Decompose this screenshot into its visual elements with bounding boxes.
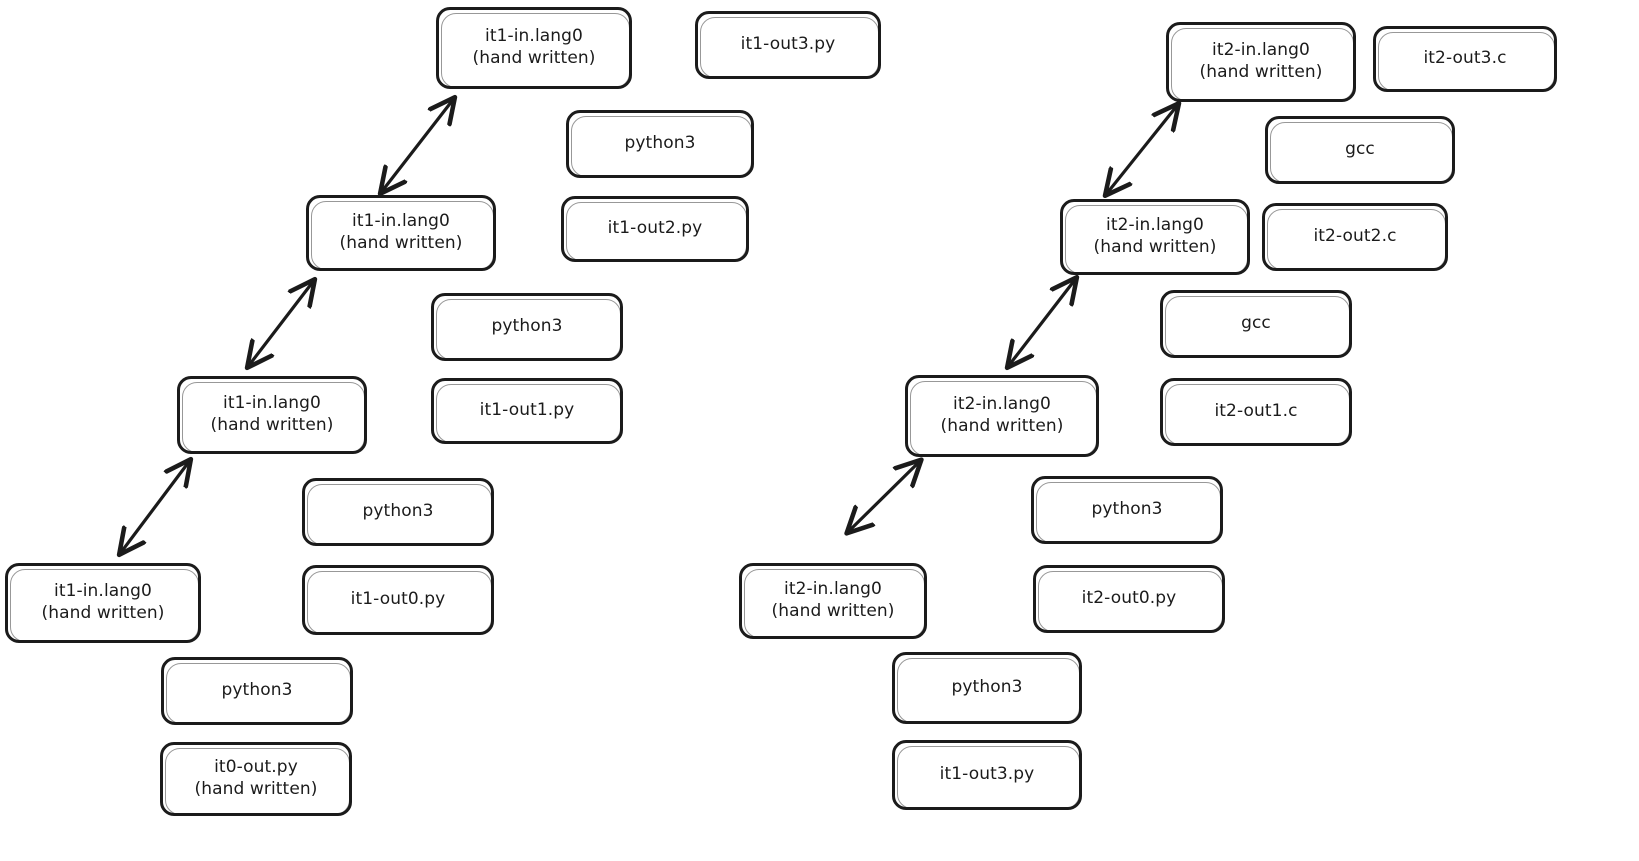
node-it1-out1-py[interactable]: it1-out1.py bbox=[431, 378, 623, 444]
node-python3-l3[interactable]: python3 bbox=[566, 110, 754, 178]
node-label: it0-out.py (hand written) bbox=[194, 757, 318, 799]
node-it2-in-lang0-2[interactable]: it2-in.lang0 (hand written) bbox=[905, 375, 1099, 457]
node-it2-in-lang0-1[interactable]: it2-in.lang0 (hand written) bbox=[739, 563, 927, 639]
node-it1-out0-py[interactable]: it1-out0.py bbox=[302, 565, 494, 635]
node-label: it2-out2.c bbox=[1313, 226, 1397, 247]
node-it2-out0-py[interactable]: it2-out0.py bbox=[1033, 565, 1225, 633]
node-gcc-r2[interactable]: gcc bbox=[1160, 290, 1352, 358]
node-label: it2-in.lang0 (hand written) bbox=[940, 394, 1064, 436]
node-it2-in-lang0-3[interactable]: it2-in.lang0 (hand written) bbox=[1060, 199, 1250, 275]
node-label: it1-in.lang0 (hand written) bbox=[41, 581, 165, 623]
node-label: gcc bbox=[1345, 139, 1375, 160]
node-python3-r0[interactable]: python3 bbox=[892, 652, 1082, 724]
node-label: python3 bbox=[491, 316, 563, 337]
node-label: it2-out1.c bbox=[1214, 401, 1298, 422]
node-label: it1-out3.py bbox=[740, 34, 836, 55]
node-label: it1-out2.py bbox=[607, 218, 703, 239]
arrow-hitarea-arrow-l2[interactable] bbox=[244, 277, 318, 370]
node-it1-in-lang0-3[interactable]: it1-in.lang0 (hand written) bbox=[306, 195, 496, 271]
node-label: it2-out0.py bbox=[1081, 588, 1177, 609]
node-it1-in-lang0-1[interactable]: it1-in.lang0 (hand written) bbox=[5, 563, 201, 643]
node-it2-out1-c[interactable]: it2-out1.c bbox=[1160, 378, 1352, 446]
node-label: it1-in.lang0 (hand written) bbox=[210, 393, 334, 435]
node-label: it1-out3.py bbox=[939, 764, 1035, 785]
node-label: it1-in.lang0 (hand written) bbox=[472, 26, 596, 68]
node-python3-r1[interactable]: python3 bbox=[1031, 476, 1223, 544]
node-it1-in-lang0-2[interactable]: it1-in.lang0 (hand written) bbox=[177, 376, 367, 454]
node-label: it2-in.lang0 (hand written) bbox=[771, 579, 895, 621]
node-python3-l0[interactable]: python3 bbox=[161, 657, 353, 725]
arrow-hitarea-arrow-r2[interactable] bbox=[1004, 275, 1080, 370]
node-it2-in-lang0-top[interactable]: it2-in.lang0 (hand written) bbox=[1166, 22, 1356, 102]
node-label: python3 bbox=[951, 677, 1023, 698]
node-it1-out3-py-bottom[interactable]: it1-out3.py bbox=[892, 740, 1082, 810]
node-it0-out-py[interactable]: it0-out.py (hand written) bbox=[160, 742, 352, 816]
arrow-hitarea-arrow-r3[interactable] bbox=[1102, 101, 1182, 198]
node-label: gcc bbox=[1241, 313, 1271, 334]
node-python3-l1[interactable]: python3 bbox=[302, 478, 494, 546]
node-label: python3 bbox=[221, 680, 293, 701]
node-label: python3 bbox=[1091, 499, 1163, 520]
node-label: it1-out1.py bbox=[479, 400, 575, 421]
node-label: it1-out0.py bbox=[350, 589, 446, 610]
node-it2-out3-c-top[interactable]: it2-out3.c bbox=[1373, 26, 1557, 92]
node-label: python3 bbox=[624, 133, 696, 154]
arrow-hitarea-arrow-l1[interactable] bbox=[116, 457, 194, 557]
node-it2-out2-c[interactable]: it2-out2.c bbox=[1262, 203, 1448, 271]
node-label: python3 bbox=[362, 501, 434, 522]
node-label: it2-in.lang0 (hand written) bbox=[1199, 40, 1323, 82]
node-label: it2-in.lang0 (hand written) bbox=[1093, 215, 1217, 257]
arrow-hitarea-arrow-l3[interactable] bbox=[377, 95, 458, 196]
node-it1-out2-py[interactable]: it1-out2.py bbox=[561, 196, 749, 262]
node-it1-out3-py-top[interactable]: it1-out3.py bbox=[695, 11, 881, 79]
node-gcc-r3[interactable]: gcc bbox=[1265, 116, 1455, 184]
arrow-hitarea-arrow-r1[interactable] bbox=[844, 457, 924, 536]
node-label: it1-in.lang0 (hand written) bbox=[339, 211, 463, 253]
node-label: it2-out3.c bbox=[1423, 48, 1507, 69]
node-it1-in-lang0-top[interactable]: it1-in.lang0 (hand written) bbox=[436, 7, 632, 89]
node-python3-l2[interactable]: python3 bbox=[431, 293, 623, 361]
